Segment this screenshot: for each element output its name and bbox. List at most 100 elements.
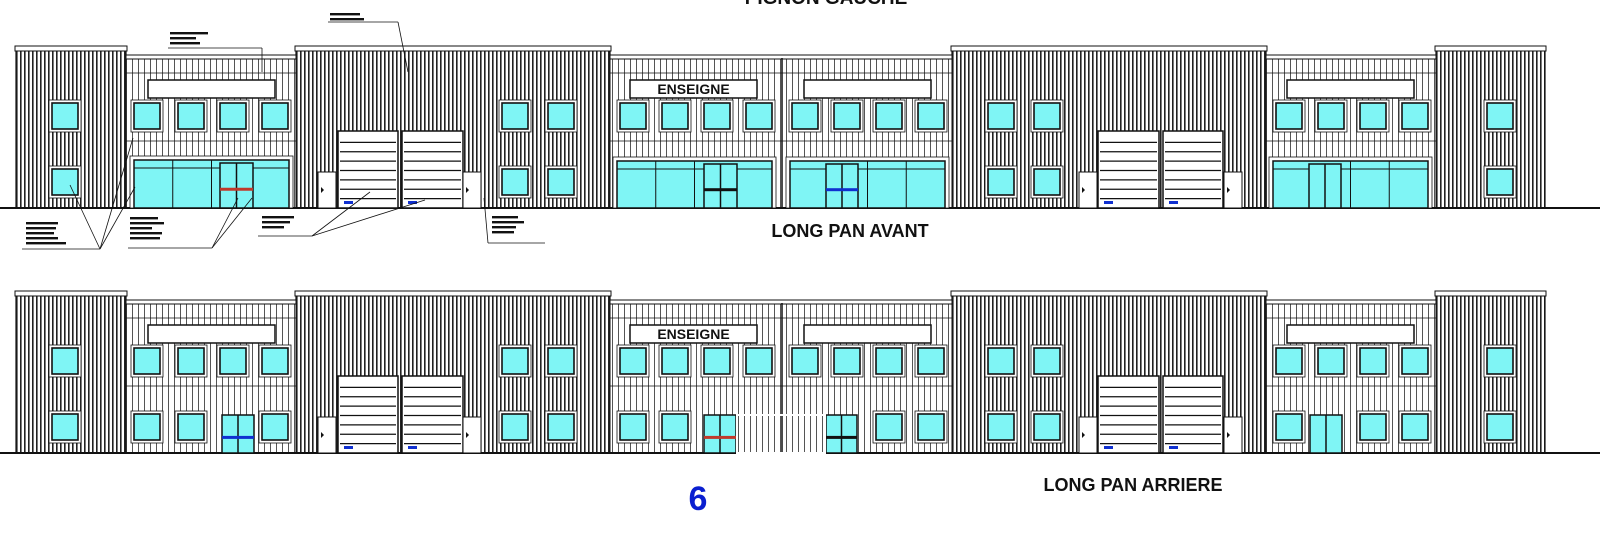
door-handle-icon	[1082, 187, 1085, 193]
sign-panel	[1286, 79, 1415, 99]
window	[791, 347, 819, 375]
annotation-text-line	[492, 231, 514, 234]
annotation-text-line	[262, 221, 290, 224]
pedestrian-door	[462, 416, 482, 454]
annotation-text-line	[26, 222, 58, 225]
window	[1401, 347, 1429, 375]
window	[1486, 168, 1514, 196]
annotation-text-line	[26, 237, 58, 240]
leader-line	[311, 191, 371, 237]
page-marker: 6	[689, 480, 708, 518]
roller-door-frame	[1097, 375, 1160, 454]
door-handle-icon	[321, 187, 324, 193]
sign-panel	[147, 79, 276, 99]
window	[177, 347, 205, 375]
window	[619, 413, 647, 441]
roller-door-frame	[337, 375, 399, 454]
window	[1401, 413, 1429, 441]
window	[987, 413, 1015, 441]
door-handle	[1104, 201, 1113, 204]
window	[51, 168, 79, 196]
window	[1401, 102, 1429, 130]
window	[501, 102, 529, 130]
rear-elevation: ENSEIGNE	[0, 290, 1600, 454]
window	[261, 347, 289, 375]
window	[661, 347, 689, 375]
window	[133, 102, 161, 130]
front-elevation: ENSEIGNE	[0, 45, 1600, 209]
window	[875, 413, 903, 441]
leader-line	[99, 186, 136, 250]
window	[177, 413, 205, 441]
sign-panel	[803, 324, 932, 344]
annotation-text-line	[130, 222, 164, 225]
door-push-bar	[220, 187, 253, 191]
door-push-bar	[704, 188, 737, 192]
window	[51, 102, 79, 130]
roof-parapet	[14, 290, 128, 297]
window	[987, 102, 1015, 130]
window	[1275, 347, 1303, 375]
door-push-bar	[222, 435, 254, 439]
door-handle	[408, 446, 417, 449]
window	[1275, 102, 1303, 130]
window	[1275, 413, 1303, 441]
roof-parapet	[1434, 45, 1547, 52]
roof-parapet	[950, 45, 1268, 52]
window	[547, 413, 575, 441]
top-title-cropped: PIGNON GAUCHE	[745, 0, 908, 9]
window	[51, 413, 79, 441]
window	[1033, 413, 1061, 441]
roof-parapet	[125, 299, 297, 305]
leader-line	[311, 199, 426, 237]
roof-parapet	[609, 299, 953, 305]
window	[917, 102, 945, 130]
window	[1033, 347, 1061, 375]
roller-door-frame	[401, 375, 464, 454]
door-handle-icon	[1227, 187, 1230, 193]
window	[501, 347, 529, 375]
window	[547, 102, 575, 130]
leader-line	[69, 184, 101, 250]
roller-door-frame	[1162, 375, 1224, 454]
door-push-bar	[826, 188, 858, 192]
pedestrian-door	[1078, 416, 1098, 454]
window	[1317, 102, 1345, 130]
rear-elevation-label: LONG PAN ARRIERE	[1043, 475, 1222, 495]
window	[619, 102, 647, 130]
window	[1317, 347, 1345, 375]
sign-panel	[803, 79, 932, 99]
sign-panel	[1286, 324, 1415, 344]
window	[875, 102, 903, 130]
annotation-text-line	[262, 226, 284, 229]
roof-parapet	[609, 54, 953, 60]
window	[261, 102, 289, 130]
annotation-text-line	[170, 42, 200, 45]
sign-panel	[629, 324, 758, 344]
annotation-text-line	[26, 232, 54, 235]
roof-parapet	[294, 45, 612, 52]
roller-door-frame	[1097, 130, 1160, 209]
leader-line	[211, 197, 253, 249]
roller-door-frame	[401, 130, 464, 209]
pedestrian-door	[1223, 416, 1243, 454]
annotation-text-line	[130, 237, 160, 240]
roof-parapet	[950, 290, 1268, 297]
front-elevation-label: LONG PAN AVANT	[771, 221, 928, 241]
pedestrian-door	[1223, 171, 1243, 209]
window	[501, 168, 529, 196]
door-handle-icon	[466, 187, 469, 193]
window	[703, 347, 731, 375]
window	[661, 413, 689, 441]
leader-line	[99, 137, 134, 250]
window	[501, 413, 529, 441]
window	[917, 413, 945, 441]
door-handle	[344, 201, 353, 204]
leader-line	[483, 197, 489, 244]
door-handle	[408, 201, 417, 204]
pedestrian-door	[1078, 171, 1098, 209]
window	[51, 347, 79, 375]
window	[987, 168, 1015, 196]
sign-panel	[629, 79, 758, 99]
window	[133, 413, 161, 441]
